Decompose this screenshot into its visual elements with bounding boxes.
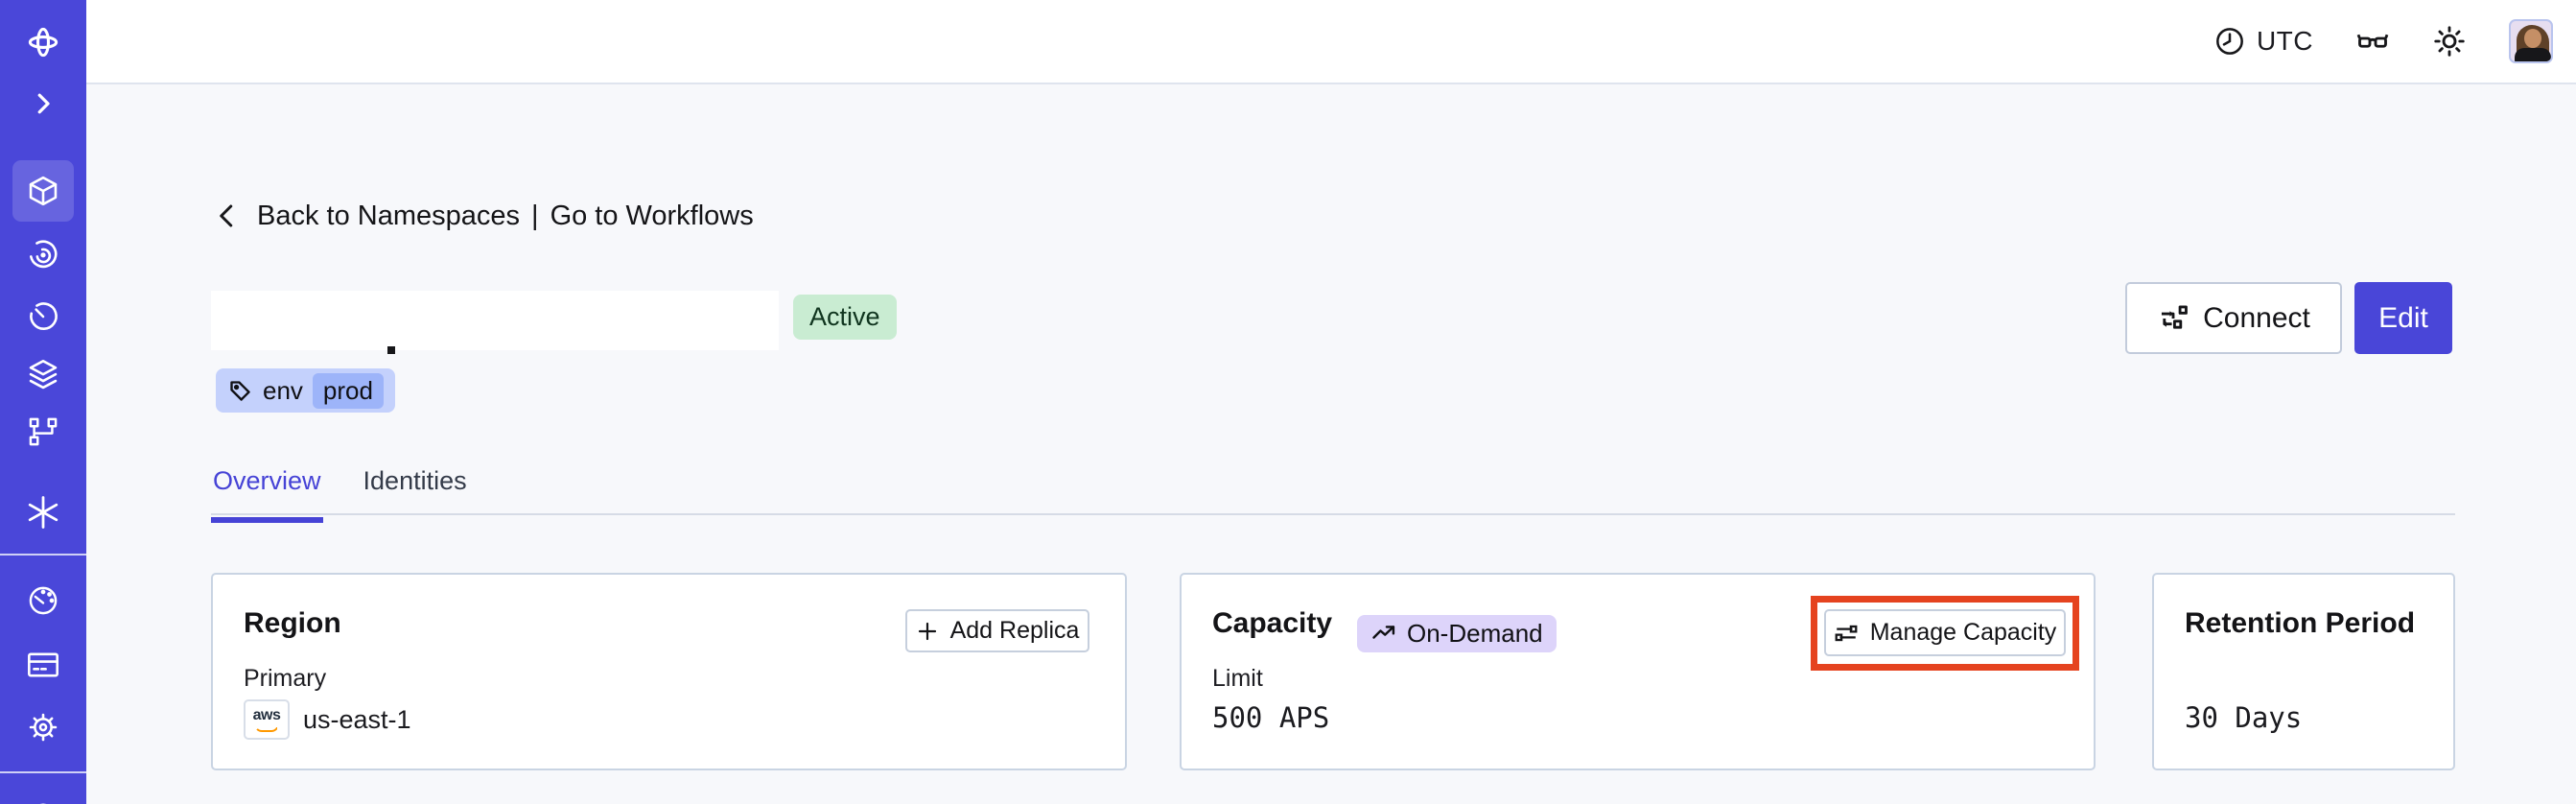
globe-icon [40, 803, 46, 804]
sliders-icon [1835, 625, 1858, 641]
breadcrumb-back-link[interactable]: Back to Namespaces [257, 200, 521, 231]
edit-button-label: Edit [2378, 301, 2428, 334]
namespace-title-redacted [211, 291, 779, 350]
header-actions: Connect Edit [2125, 282, 2452, 354]
sidebar-divider [0, 771, 86, 773]
sidebar [0, 0, 86, 804]
sidebar-item-deployments[interactable] [0, 344, 86, 406]
region-card-title: Region [244, 607, 341, 639]
spiral-icon [30, 240, 58, 269]
cube-icon [29, 176, 58, 206]
capacity-limit-value: 500 APS [1212, 701, 1330, 734]
clock-icon [2216, 28, 2243, 55]
theme-toggle[interactable] [2432, 24, 2467, 59]
temporal-logo-icon[interactable] [0, 12, 86, 73]
glasses-icon [2356, 34, 2389, 48]
sidebar-item-usage[interactable] [0, 570, 86, 631]
region-value: us-east-1 [303, 704, 411, 734]
sidebar-item-namespaces[interactable] [0, 160, 86, 222]
edit-button[interactable]: Edit [2354, 282, 2452, 354]
breadcrumb-separator: | [531, 200, 539, 231]
retention-card: Retention Period 30 Days [2152, 573, 2455, 770]
retention-card-title: Retention Period [2185, 607, 2416, 639]
namespace-title-dot [387, 346, 395, 354]
chevron-left-icon [220, 204, 233, 227]
connect-button[interactable]: Connect [2125, 282, 2342, 354]
breadcrumb-text: Back to Namespaces | Go to Workflows [257, 201, 754, 232]
manage-capacity-label: Manage Capacity [1869, 619, 2057, 646]
tab-overview[interactable]: Overview [211, 466, 323, 523]
primary-label: Primary [244, 665, 327, 692]
breadcrumb[interactable]: Back to Namespaces | Go to Workflows [213, 195, 754, 237]
add-replica-label: Add Replica [949, 617, 1080, 644]
avatar-face [2524, 29, 2541, 48]
avatar-body [2515, 48, 2551, 61]
sidebar-item-batch-operations[interactable] [0, 401, 86, 462]
sidebar-item-workflows[interactable] [0, 224, 86, 285]
plus-icon [918, 622, 936, 640]
aws-logo-text: aws [252, 706, 281, 723]
credit-card-icon [28, 652, 59, 677]
layers-icon [29, 360, 58, 390]
expand-sidebar-chevron-icon[interactable] [0, 73, 86, 134]
topbar-right-cluster: UTC [2214, 19, 2576, 63]
tab-identities[interactable]: Identities [363, 466, 467, 495]
tabs-divider [211, 513, 2455, 515]
gear-icon [29, 713, 58, 742]
sidebar-divider [0, 554, 86, 556]
annotation-highlight-ring [1811, 596, 2079, 671]
sidebar-item-account[interactable] [0, 787, 86, 804]
retention-value: 30 Days [2185, 701, 2303, 734]
avatar[interactable] [2509, 19, 2553, 63]
capacity-card: Capacity On-Demand Manage Capacity Limit [1180, 573, 2096, 770]
manage-capacity-button[interactable]: Manage Capacity [1824, 609, 2066, 656]
topbar: UTC [86, 0, 2576, 84]
tabs: Overview Identities [211, 466, 469, 523]
sidebar-item-schedules[interactable] [0, 286, 86, 347]
region-card: Region Add Replica Primary aws us-east-1 [211, 573, 1127, 770]
ondemand-badge: On-Demand [1357, 615, 1557, 652]
sun-icon [2434, 26, 2465, 57]
aws-smile-icon [254, 724, 279, 732]
primary-region-row: aws us-east-1 [244, 699, 411, 740]
tag-key: env [263, 375, 303, 405]
aws-logo: aws [244, 699, 290, 740]
connect-button-label: Connect [2203, 301, 2310, 334]
tag-value: prod [312, 372, 384, 409]
sidebar-item-settings[interactable] [0, 697, 86, 758]
labs-toggle[interactable] [2355, 24, 2390, 59]
main-content: Back to Namespaces | Go to Workflows Act… [86, 84, 2576, 804]
trending-up-icon [1372, 625, 1395, 639]
gauge-icon [29, 586, 58, 615]
fork-icon [29, 417, 58, 446]
breadcrumb-workflows-link[interactable]: Go to Workflows [550, 200, 754, 231]
tag-chip-env[interactable]: env prod [216, 368, 395, 413]
ondemand-badge-label: On-Demand [1407, 619, 1543, 648]
capacity-card-title: Capacity [1212, 607, 1333, 639]
connect-flow-icon [2162, 305, 2188, 329]
timer-icon [30, 302, 58, 330]
tag-icon [230, 380, 250, 401]
asterisk-icon [28, 496, 59, 529]
sidebar-item-billing[interactable] [0, 634, 86, 696]
limit-label: Limit [1212, 665, 1263, 692]
sidebar-item-nexus[interactable] [0, 482, 86, 543]
timezone-selector[interactable]: UTC [2214, 26, 2313, 57]
timezone-label: UTC [2256, 26, 2313, 56]
status-badge: Active [793, 295, 897, 340]
add-replica-button[interactable]: Add Replica [905, 609, 1089, 652]
